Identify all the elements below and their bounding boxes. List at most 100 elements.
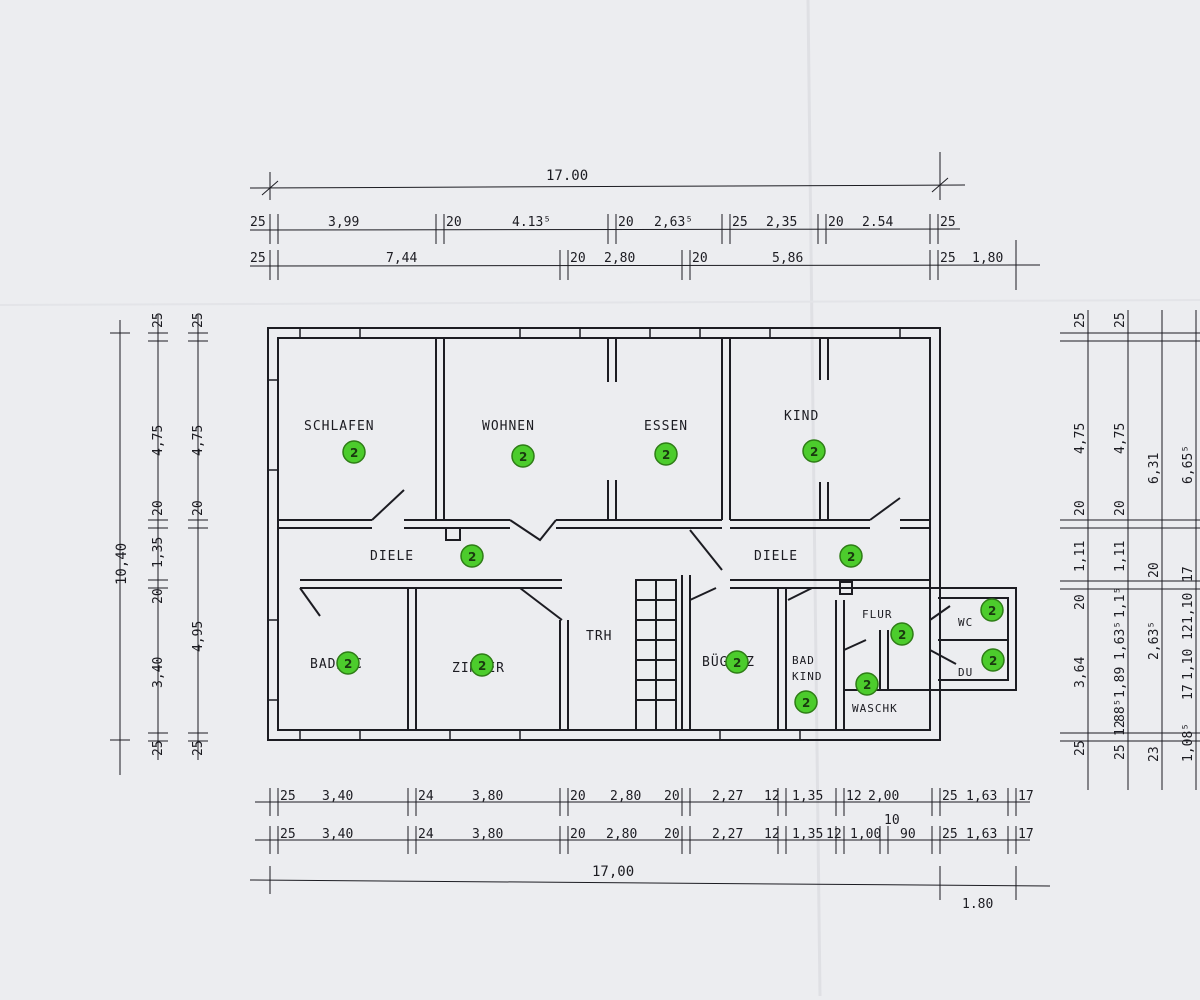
- badge-waschk[interactable]: 2: [855, 672, 879, 696]
- dim-label: 4,95: [191, 621, 206, 652]
- dim-label: 20: [1113, 500, 1128, 516]
- dim-label: 1,80: [972, 251, 1003, 266]
- dim-label: 20: [1073, 500, 1088, 516]
- door-bad-kind: [787, 587, 813, 601]
- dim-label: 1,08⁵: [1181, 723, 1196, 762]
- door-buegel: [689, 587, 717, 601]
- dim-label: 20: [446, 215, 462, 230]
- door-diele-wohnen: [509, 519, 557, 542]
- door-wc: [929, 605, 951, 621]
- badge-zimmer[interactable]: 2: [470, 653, 494, 677]
- dim-label: 25: [191, 312, 206, 328]
- left-col1-labels: 25 4,75 20 1,35 20 3,40 25: [151, 312, 166, 756]
- dim-label: 25: [942, 827, 958, 842]
- room-badges: 2 2 2 2 2 2 2 2 2 2 2 2 2 2: [336, 439, 1005, 714]
- badge-wc[interactable]: 2: [980, 598, 1004, 622]
- badge-wohnen[interactable]: 2: [511, 444, 535, 468]
- dim-label: 25: [151, 312, 166, 328]
- dim-label: 17: [1181, 566, 1196, 582]
- wall-essen-diele: [556, 519, 722, 529]
- bottom-dimension-lines: [249, 788, 1051, 900]
- door-zimmer: [519, 587, 563, 621]
- room-wohnen-label: WOHNEN: [482, 419, 535, 434]
- wall-kind-diele-right: [900, 519, 930, 529]
- badge-du[interactable]: 2: [981, 648, 1005, 672]
- small-room-labels: BAD KIND FLUR WC DU WASCHK: [792, 608, 973, 715]
- badge-number: 2: [519, 450, 527, 464]
- top-row1-labels: 25 3,99 20 4.13⁵ 20 2,63⁵ 25 2,35 20 2.5…: [250, 215, 956, 230]
- bottom-row1-labels: 25 3,40 24 3,80 20 2,80 20 2,27 12 1,35 …: [280, 789, 1034, 804]
- dim-label: 17: [1018, 827, 1034, 842]
- badge-badwc[interactable]: 2: [336, 651, 360, 675]
- dim-label: 20: [570, 251, 586, 266]
- room-diele-left-label: DIELE: [370, 549, 414, 564]
- chimney: [445, 527, 461, 541]
- shaft: [839, 581, 853, 595]
- door-badwc: [299, 587, 321, 617]
- dim-label: 4,75: [191, 425, 206, 456]
- dim-label: 3,99: [328, 215, 359, 230]
- dim-label: 4,75: [1073, 423, 1088, 454]
- right-col3-labels: 20 2,63⁵ 23 6,31: [1147, 453, 1162, 762]
- badge-number: 2: [989, 654, 997, 668]
- dim-label: 1,63: [966, 827, 997, 842]
- badge-diele-left[interactable]: 2: [460, 544, 484, 568]
- badge-number: 2: [802, 696, 810, 710]
- badge-number: 2: [478, 659, 486, 673]
- dim-label: 12: [764, 827, 780, 842]
- door-diele-right: [689, 529, 723, 571]
- room-bad-label: BAD: [792, 654, 815, 667]
- dim-label: 2,80: [606, 827, 637, 842]
- dim-label: 25: [1073, 740, 1088, 756]
- badge-flur[interactable]: 2: [890, 622, 914, 646]
- badge-kind[interactable]: 2: [802, 439, 826, 463]
- badge-essen[interactable]: 2: [654, 442, 678, 466]
- wall-stub-top: [607, 338, 617, 382]
- dim-label: 25: [940, 251, 956, 266]
- badge-number: 2: [863, 678, 871, 692]
- room-diele-right-label: DIELE: [754, 549, 798, 564]
- dim-label: 25: [732, 215, 748, 230]
- dim-label: 5,86: [772, 251, 803, 266]
- dim-label: 12: [846, 789, 862, 804]
- dim-label: 2,00: [868, 789, 899, 804]
- room-du-label: DU: [958, 666, 973, 679]
- dim-label: 25: [280, 827, 296, 842]
- badge-schlafen[interactable]: 2: [342, 440, 366, 464]
- wall-trh-buegel: [681, 575, 691, 730]
- dim-label: 2,63⁵: [654, 215, 693, 230]
- dim-label: 25: [191, 740, 206, 756]
- badge-number: 2: [988, 604, 996, 618]
- right-col4-labels: 6,65⁵ 17 1,10 12 1,10 17 1,08⁵: [1181, 445, 1196, 762]
- badge-diele-right[interactable]: 2: [839, 544, 863, 568]
- room-trh-label: TRH: [586, 629, 612, 644]
- badge-number: 2: [847, 550, 855, 564]
- wall-diele-bottom-right: [730, 579, 880, 589]
- dim-label: 1,63⁵: [1113, 621, 1128, 660]
- dim-label: 3,80: [472, 789, 503, 804]
- badge-number: 2: [810, 445, 818, 459]
- dim-label: 20: [191, 500, 206, 516]
- annex-outer-wall: [930, 587, 1017, 691]
- room-schlafen-label: SCHLAFEN: [304, 419, 375, 434]
- room-wc-label: WC: [958, 616, 973, 629]
- right-col2-labels: 25 4,75 20 1,11 1,1⁵ 1,63⁵ 1,89 88⁵ 12 2…: [1113, 312, 1128, 760]
- dim-label: 3,40: [322, 827, 353, 842]
- dim-label: 6,31: [1147, 453, 1162, 484]
- badge-bad-kind[interactable]: 2: [794, 690, 818, 714]
- dim-label: 10: [884, 813, 900, 828]
- badge-number: 2: [468, 550, 476, 564]
- wall-buegel-bad: [777, 588, 787, 730]
- wall-wohnen-diele: [404, 519, 510, 529]
- dim-label: 20: [828, 215, 844, 230]
- left-dimension-lines: [110, 315, 208, 775]
- dim-label: 23: [1147, 746, 1162, 762]
- badge-buegelz[interactable]: 2: [725, 650, 749, 674]
- room-bad-kind-label: KIND: [792, 670, 823, 683]
- dim-label: 4,75: [1113, 423, 1128, 454]
- door-du: [929, 649, 957, 665]
- dim-label: 1,11: [1113, 541, 1128, 572]
- top-dimension-lines: [249, 152, 1041, 290]
- dim-label: 25: [250, 215, 266, 230]
